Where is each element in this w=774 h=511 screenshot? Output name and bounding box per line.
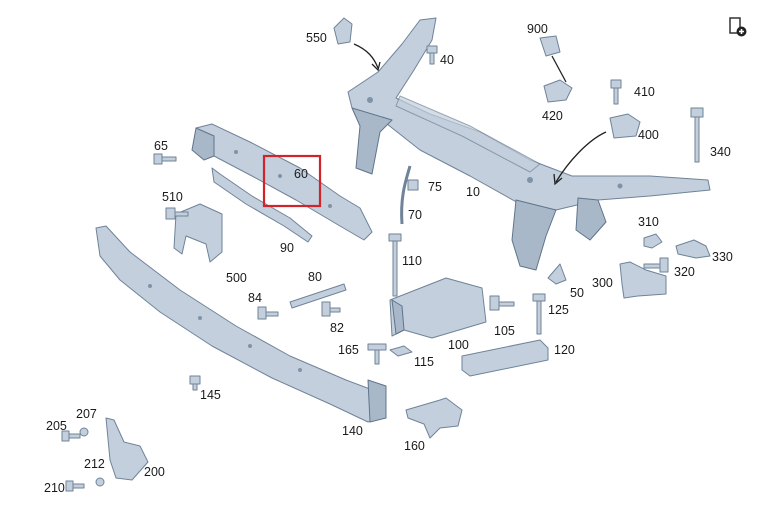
- callout-165[interactable]: 165: [338, 343, 359, 357]
- part-60-upper-strut[interactable]: [191, 123, 373, 241]
- callout-40[interactable]: 40: [440, 53, 454, 67]
- callout-207[interactable]: 207: [76, 407, 97, 421]
- part-900-sensor[interactable]: [539, 35, 561, 57]
- bolt-165[interactable]: [367, 343, 387, 365]
- part-330-clip[interactable]: [675, 239, 711, 259]
- part-400-bracket[interactable]: [609, 113, 641, 139]
- part-10-carrier[interactable]: [347, 17, 711, 271]
- part-310-nut[interactable]: [643, 233, 663, 249]
- bolt-145[interactable]: [189, 375, 201, 391]
- bolt-82[interactable]: [321, 301, 341, 317]
- callout-212[interactable]: 212: [84, 457, 105, 471]
- callout-500[interactable]: 500: [226, 271, 247, 285]
- bolt-340[interactable]: [690, 107, 704, 163]
- callout-110[interactable]: 110: [402, 254, 422, 268]
- part-50-tab[interactable]: [547, 263, 567, 285]
- callout-65[interactable]: 65: [154, 139, 168, 153]
- bolt-84[interactable]: [257, 306, 279, 320]
- callout-210[interactable]: 210: [44, 481, 65, 495]
- callout-70[interactable]: 70: [408, 208, 422, 222]
- bolt-410[interactable]: [610, 79, 622, 105]
- part-115-clip[interactable]: [389, 345, 413, 357]
- callout-50[interactable]: 50: [570, 286, 584, 300]
- callout-60[interactable]: 60: [294, 167, 308, 181]
- bolt-40[interactable]: [426, 45, 438, 65]
- callout-labels: 550 40 900 420 410 400 340 65 60 75 10 5…: [44, 22, 733, 495]
- callout-320[interactable]: 320: [674, 265, 695, 279]
- bolt-205[interactable]: [61, 430, 81, 442]
- selected-part-highlight: [262, 154, 322, 208]
- bolt-510[interactable]: [165, 207, 189, 220]
- callout-75[interactable]: 75: [428, 180, 442, 194]
- callout-115[interactable]: 115: [414, 355, 434, 369]
- part-120-bar[interactable]: [461, 339, 549, 377]
- part-300-bracket[interactable]: [619, 261, 667, 299]
- washer-212[interactable]: [95, 477, 105, 487]
- arrow-550: [353, 43, 379, 69]
- callout-145[interactable]: 145: [200, 388, 221, 402]
- callout-310[interactable]: 310: [638, 215, 659, 229]
- arrow-550-head: [371, 61, 381, 72]
- leader-900: [551, 55, 567, 83]
- callout-100[interactable]: 100: [448, 338, 469, 352]
- bolt-125[interactable]: [532, 293, 546, 335]
- callout-105[interactable]: 105: [494, 324, 515, 338]
- part-160-bracket[interactable]: [405, 397, 463, 439]
- callout-550[interactable]: 550: [306, 31, 327, 45]
- callout-205[interactable]: 205: [46, 419, 67, 433]
- part-550-plug[interactable]: [333, 17, 353, 45]
- callout-84[interactable]: 84: [248, 291, 262, 305]
- callout-140[interactable]: 140: [342, 424, 363, 438]
- arrow-400: [555, 131, 607, 183]
- part-420-bracket[interactable]: [543, 79, 573, 103]
- callout-10[interactable]: 10: [466, 185, 480, 199]
- part-70-hose[interactable]: [400, 165, 412, 225]
- callout-82[interactable]: 82: [330, 321, 344, 335]
- part-500-bracket[interactable]: [173, 203, 223, 263]
- callout-120[interactable]: 120: [554, 343, 575, 357]
- callout-125[interactable]: 125: [548, 303, 569, 317]
- callout-410[interactable]: 410: [634, 85, 655, 99]
- add-to-cart-button[interactable]: [727, 16, 749, 38]
- callout-160[interactable]: 160: [404, 439, 425, 453]
- callout-900[interactable]: 900: [527, 22, 548, 36]
- bolt-110[interactable]: [388, 233, 402, 297]
- callout-330[interactable]: 330: [712, 250, 733, 264]
- part-90-lower-strip[interactable]: [211, 167, 313, 243]
- washer-207[interactable]: [79, 427, 89, 437]
- part-140-bumper-beam[interactable]: [95, 225, 387, 423]
- arrow-400-head: [553, 173, 563, 186]
- callout-340[interactable]: 340: [710, 145, 731, 159]
- bolt-320[interactable]: [643, 257, 669, 273]
- callout-200[interactable]: 200: [144, 465, 165, 479]
- callout-400[interactable]: 400: [638, 128, 659, 142]
- bolt-105[interactable]: [489, 295, 515, 311]
- bolt-75[interactable]: [407, 179, 419, 191]
- part-100-crash-box[interactable]: [389, 277, 487, 339]
- add-to-cart-icon: [729, 17, 747, 37]
- part-200-bracket[interactable]: [105, 417, 149, 481]
- part-80-rod[interactable]: [289, 283, 347, 309]
- callout-510[interactable]: 510: [162, 190, 183, 204]
- callout-80[interactable]: 80: [308, 270, 322, 284]
- bolt-65[interactable]: [153, 153, 177, 165]
- callout-300[interactable]: 300: [592, 276, 613, 290]
- callout-420[interactable]: 420: [542, 109, 563, 123]
- bolt-210[interactable]: [65, 480, 85, 492]
- callout-90[interactable]: 90: [280, 241, 294, 255]
